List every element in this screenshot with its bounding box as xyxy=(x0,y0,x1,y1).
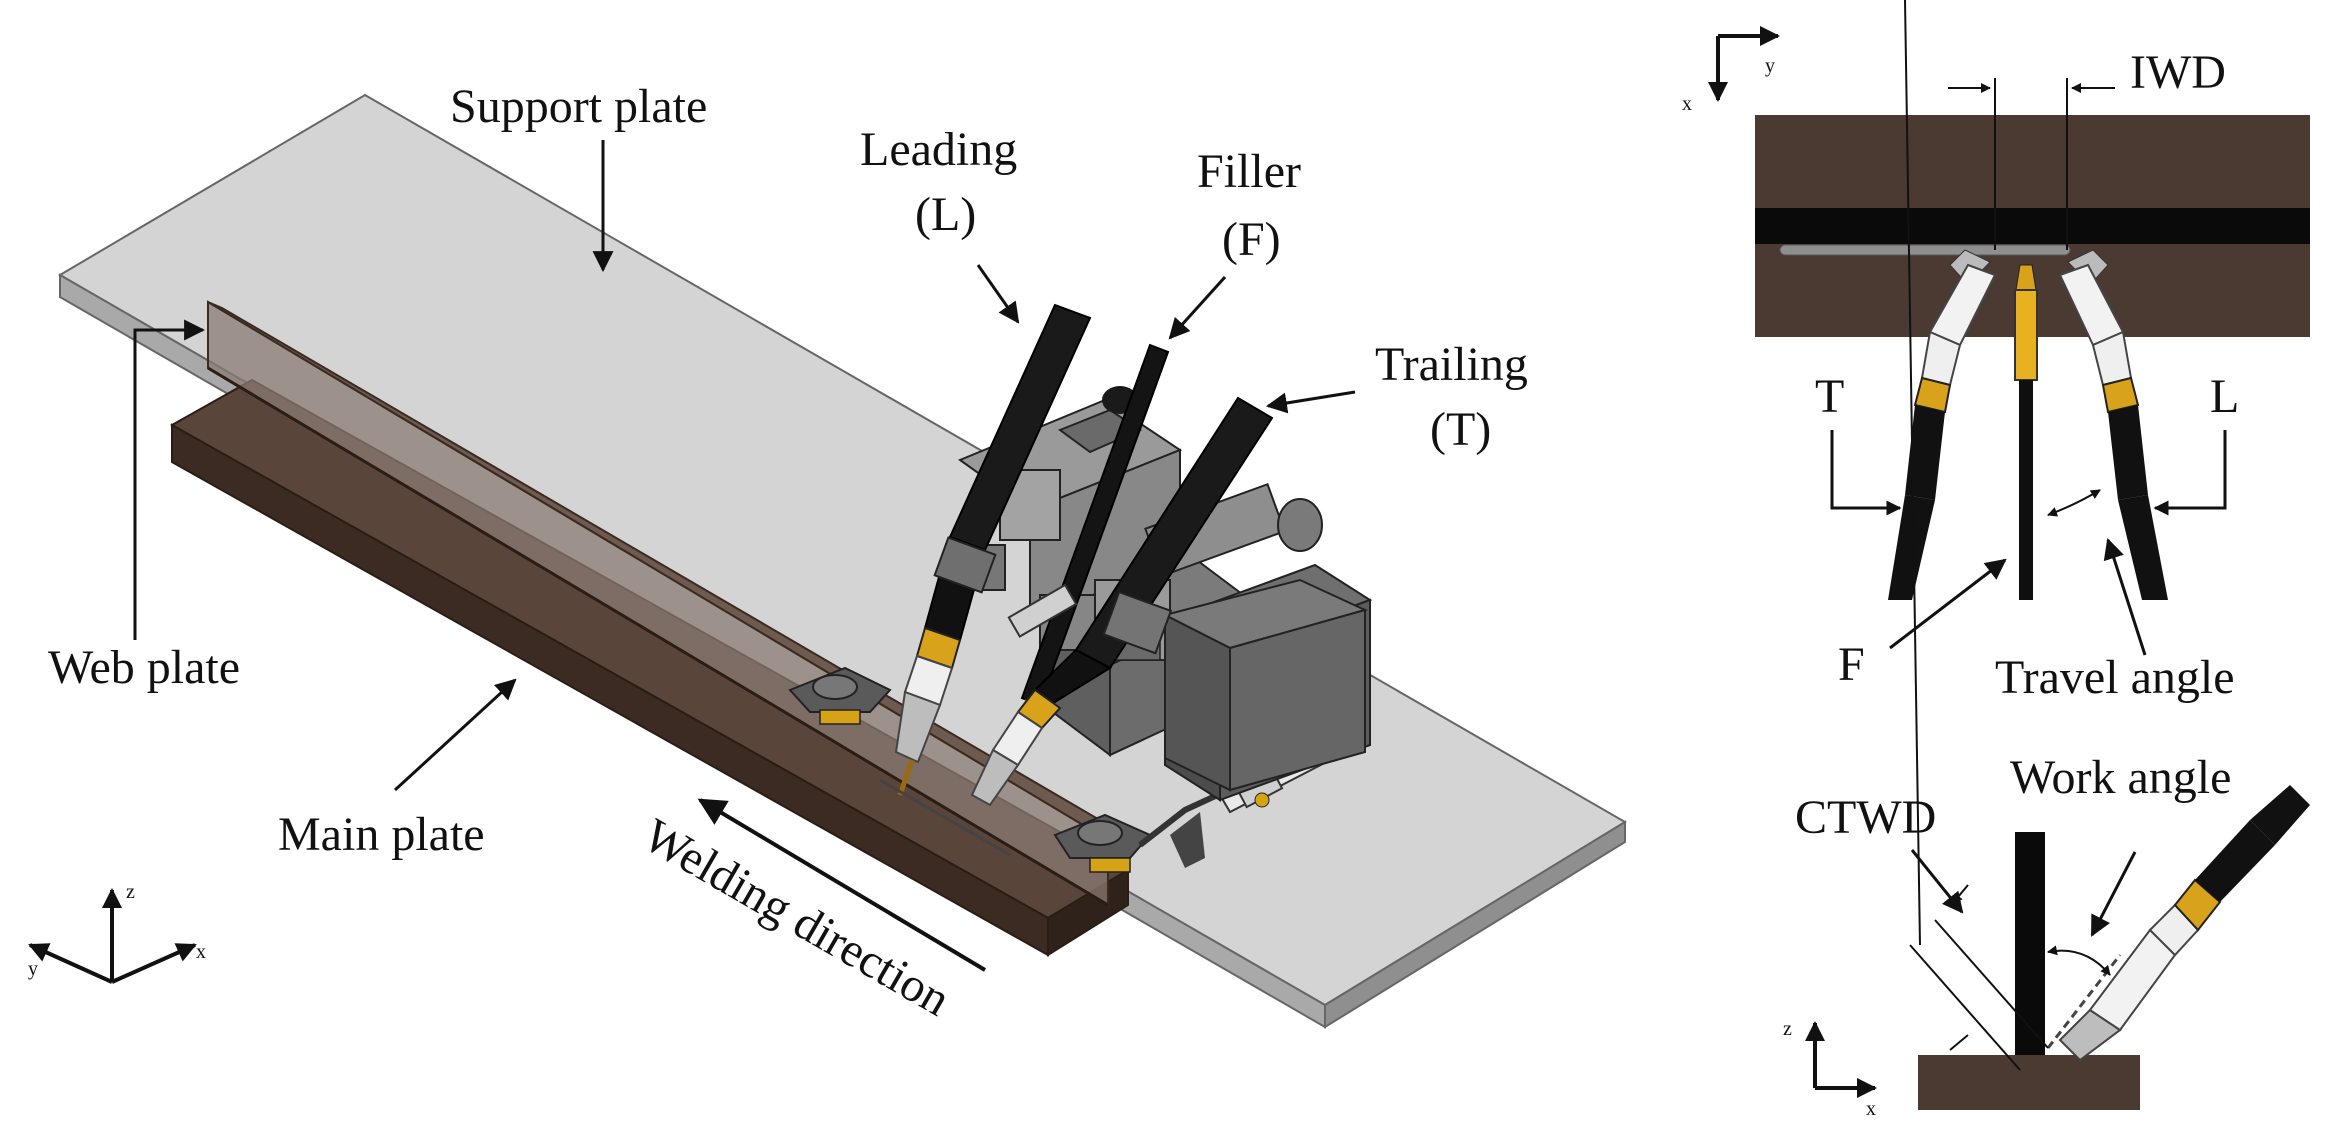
side-view: CTWD Work angle z x xyxy=(1783,0,2310,1120)
label-main-plate: Main plate xyxy=(278,808,485,861)
top-trailing-torch xyxy=(1888,249,1997,600)
label-t: T xyxy=(1815,370,1844,423)
trailing-torch xyxy=(970,396,1274,807)
arrow-travel-angle xyxy=(2103,538,2147,656)
web-plate-side xyxy=(2015,832,2045,1055)
isometric-assembly xyxy=(58,93,1627,1029)
main-plate-side xyxy=(1918,1055,2140,1110)
arrow-trailing xyxy=(1265,390,1356,414)
top-view: y x IWD xyxy=(1682,26,2310,704)
arrow-filler xyxy=(1168,275,1227,340)
side-torch xyxy=(2046,785,2310,1062)
label-web-plate: Web plate xyxy=(48,641,240,694)
bracket-l xyxy=(2153,430,2227,516)
arrow-ctwd xyxy=(1910,849,1964,914)
leading-torch xyxy=(894,303,1092,796)
label-work-angle: Work angle xyxy=(2010,751,2231,804)
web-plate-band xyxy=(1755,208,2310,244)
axes-iso: z x y xyxy=(28,881,206,984)
axes-side-view: z x xyxy=(1783,1018,1877,1120)
arrow-f xyxy=(1889,558,2007,650)
label-iwd: IWD xyxy=(2130,46,2226,99)
label-support-plate: Support plate xyxy=(450,80,707,133)
label-l: L xyxy=(2210,370,2239,423)
label-travel-angle: Travel angle xyxy=(1995,651,2235,704)
label-leading-abbr: (L) xyxy=(915,188,976,241)
label-filler: Filler xyxy=(1197,145,1301,198)
label-trailing: Trailing xyxy=(1375,338,1528,391)
label-f: F xyxy=(1838,638,1865,691)
label-leading: Leading xyxy=(860,123,1017,176)
arrow-work-angle xyxy=(2090,851,2137,937)
label-filler-abbr: (F) xyxy=(1222,213,1281,266)
weld-bead-top xyxy=(1779,244,2071,256)
top-filler xyxy=(2014,264,2038,600)
equipment-box xyxy=(1162,578,1368,792)
clamp-left xyxy=(788,666,892,725)
axis-label-z: z xyxy=(1783,1018,1792,1040)
axis-label-x: x xyxy=(1682,93,1692,115)
weld-seam xyxy=(879,778,1011,857)
arrow-leading xyxy=(976,264,1020,324)
axis-label-z: z xyxy=(126,881,135,903)
axis-label-y: y xyxy=(1765,55,1775,77)
label-ctwd: CTWD xyxy=(1795,791,1936,844)
arrow-web-plate xyxy=(133,319,206,640)
top-leading-torch xyxy=(2058,249,2168,600)
bracket-t xyxy=(1830,430,1902,516)
axis-label-x: x xyxy=(1866,1098,1876,1120)
axis-label-y: y xyxy=(28,958,38,980)
arrow-main-plate xyxy=(393,678,517,792)
label-trailing-abbr: (T) xyxy=(1430,403,1491,456)
axis-label-x: x xyxy=(196,941,206,963)
arrow-welding-direction xyxy=(697,798,987,972)
axes-top-view: y x xyxy=(1682,26,1780,115)
